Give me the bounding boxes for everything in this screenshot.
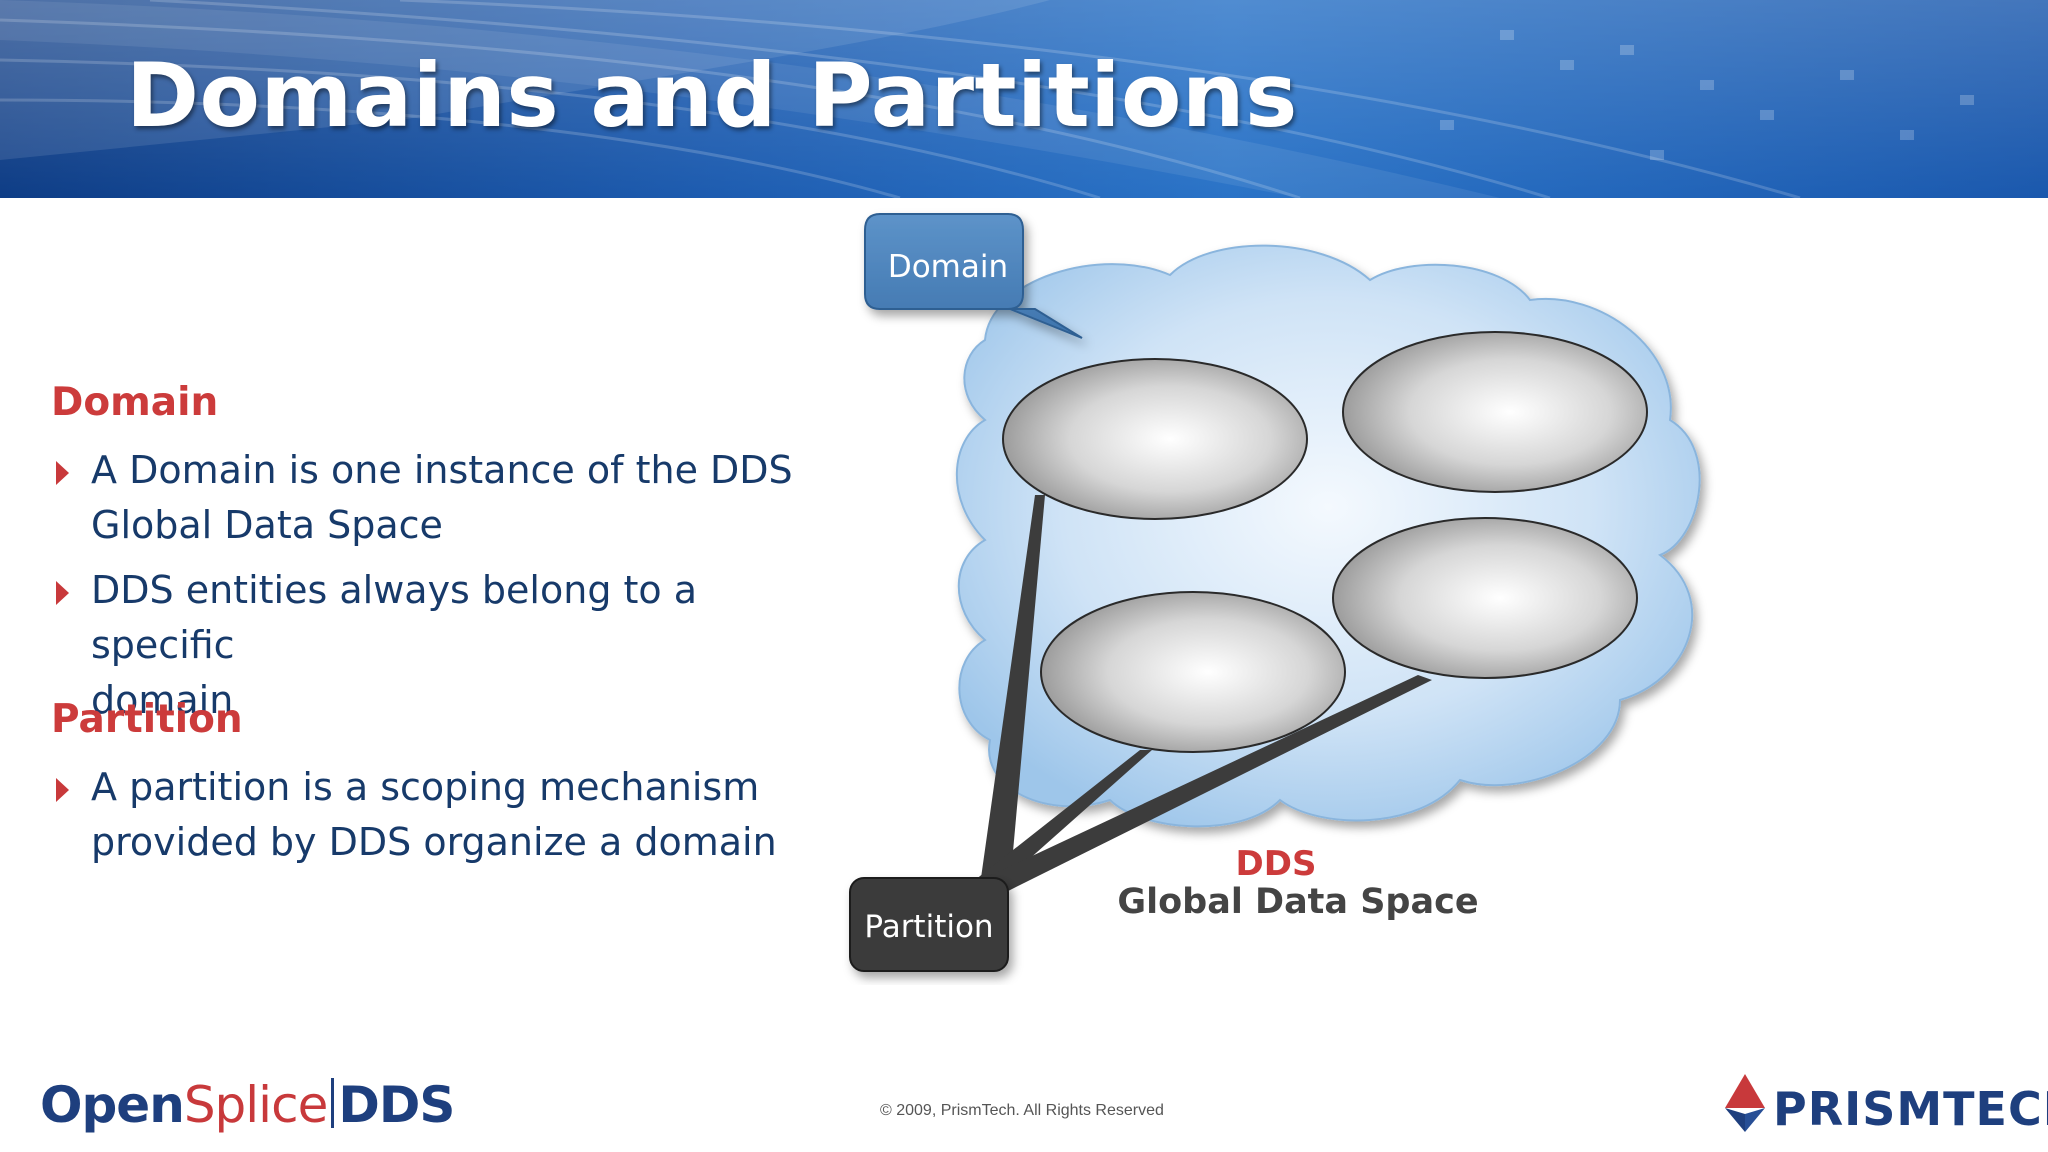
domain-callout <box>864 213 1083 339</box>
partition-oval-3 <box>1040 591 1346 753</box>
bullet-partition-scoping: A partition is a scoping mechanism provi… <box>51 760 851 870</box>
copyright-text: © 2009, PrismTech. All Rights Reserved <box>880 1102 1164 1119</box>
partition-oval-1 <box>1002 358 1308 520</box>
bullet-line: A Domain is one instance of the DDS <box>91 448 793 492</box>
header-background-graphic <box>0 0 2048 198</box>
partition-connectors <box>970 495 1432 900</box>
bullet-text: A partition is a scoping mechanism provi… <box>91 760 851 870</box>
section-heading-domain: Domain <box>51 380 219 425</box>
bullet-line: provided by DDS organize a domain <box>91 820 777 864</box>
connector-to-partition-1 <box>980 495 1045 885</box>
bullet-text: A Domain is one instance of the DDS Glob… <box>91 443 851 553</box>
logo-separator <box>331 1078 335 1128</box>
logo-part-open: Open <box>40 1076 185 1134</box>
bullet-line: A partition is a scoping mechanism <box>91 765 760 809</box>
bullet-text: DDS entities always belong to a specific… <box>91 563 851 728</box>
bullet-line: DDS entities always belong to a specific <box>91 568 698 667</box>
section-heading-partition: Partition <box>51 697 243 742</box>
domain-callout-label: Domain <box>888 249 1008 285</box>
global-data-space-label: Global Data Space <box>1117 882 1478 922</box>
bullet-domain-entities: DDS entities always belong to a specific… <box>51 563 851 728</box>
logo-part-dds: DDS <box>338 1076 455 1134</box>
partition-oval-2 <box>1342 331 1648 493</box>
partition-callout <box>849 877 1009 972</box>
bullet-arrow-icon <box>56 581 69 605</box>
prism-icon <box>1725 1074 1765 1132</box>
dds-label: DDS <box>1236 844 1317 884</box>
bullet-line: domain <box>91 678 234 722</box>
slide-title: Domains and Partitions <box>126 44 1298 147</box>
bullet-arrow-icon <box>56 461 69 485</box>
bullet-line: Global Data Space <box>91 503 443 547</box>
logo-part-splice: Splice <box>183 1076 329 1134</box>
header-banner: Domains and Partitions <box>0 0 2048 198</box>
prismtech-wordmark: PRISMTECH <box>1773 1082 2048 1136</box>
partition-callout-label: Partition <box>864 909 993 945</box>
bullet-domain-instance: A Domain is one instance of the DDS Glob… <box>51 443 851 553</box>
connector-to-partition-3 <box>975 750 1152 885</box>
connector-to-partition-4 <box>970 675 1432 900</box>
bullet-arrow-icon <box>56 778 69 802</box>
partition-oval-4 <box>1332 517 1638 679</box>
global-data-space-diagram: Domain Partition DDS Global Data Space <box>849 213 1701 972</box>
